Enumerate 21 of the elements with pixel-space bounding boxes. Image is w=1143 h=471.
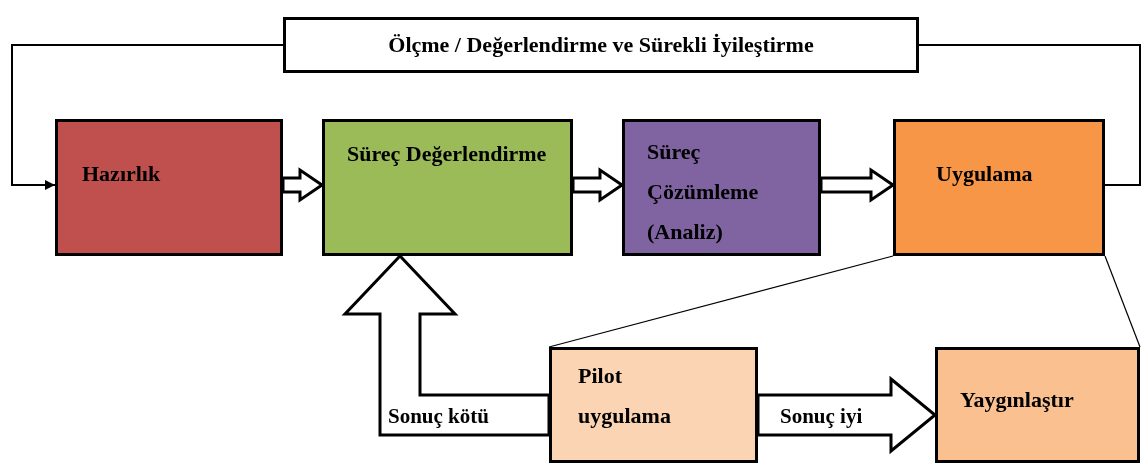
process-box xyxy=(549,347,758,463)
box-label: Süreç Değerlendirme xyxy=(347,140,547,168)
process-box xyxy=(622,119,821,256)
box-label: Süreç Çözümleme (Analiz) xyxy=(647,138,760,246)
process-box xyxy=(935,347,1140,463)
process-box xyxy=(283,17,919,73)
box-label: Hazırlık xyxy=(82,160,161,188)
box-label: Ölçme / Değerlendirme ve Sürekli İyileştirme xyxy=(388,31,814,59)
connector-line xyxy=(548,255,894,348)
box-label: Yaygınlaştır xyxy=(960,386,1074,414)
block-arrow xyxy=(571,167,625,203)
block-arrow xyxy=(819,167,896,203)
connector-line xyxy=(1104,255,1141,348)
box-label: Pilot uygulama xyxy=(578,362,672,430)
arrow xyxy=(11,44,284,190)
process-box xyxy=(322,119,573,256)
box-label: Uygulama xyxy=(936,160,1033,188)
process-box xyxy=(893,119,1105,256)
block-arrow xyxy=(281,167,325,203)
connector-line xyxy=(918,44,1141,186)
process-box xyxy=(55,119,283,256)
